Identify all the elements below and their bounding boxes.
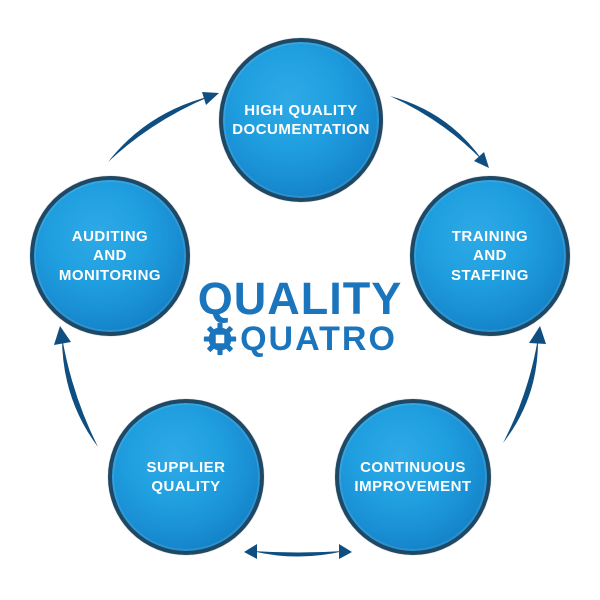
node-label: CONTINUOUS IMPROVEMENT bbox=[354, 458, 472, 495]
connector-supplier-to-auditing bbox=[54, 326, 98, 447]
logo-quatro-row: QUATRO bbox=[203, 322, 397, 356]
gear-icon bbox=[203, 322, 237, 356]
arrowhead-icon bbox=[244, 544, 257, 559]
logo-quatro-text: QUATRO bbox=[240, 320, 397, 358]
connector-auditing-to-documentation bbox=[108, 92, 219, 162]
connector-continuous-to-training bbox=[503, 326, 546, 443]
node-supplier-quality: SUPPLIER QUALITY bbox=[108, 399, 264, 555]
node-high-quality-documentation: HIGH QUALITY DOCUMENTATION bbox=[219, 38, 383, 202]
node-training-and-staffing: TRAINING AND STAFFING bbox=[410, 176, 570, 336]
connector-documentation-to-training bbox=[390, 96, 489, 168]
node-label: HIGH QUALITY DOCUMENTATION bbox=[232, 101, 370, 138]
quality-quatro-logo: QUALITY QUA bbox=[150, 276, 450, 356]
arrowhead-icon bbox=[529, 326, 546, 344]
arrowhead-icon bbox=[54, 326, 71, 345]
node-label: AUDITING AND MONITORING bbox=[58, 228, 162, 284]
node-auditing-and-monitoring: AUDITING AND MONITORING bbox=[30, 176, 190, 336]
arrowhead-icon bbox=[339, 544, 352, 559]
node-label: SUPPLIER QUALITY bbox=[146, 458, 226, 495]
arrowhead-icon bbox=[474, 152, 489, 168]
logo-quality-text: QUALITY bbox=[197, 273, 403, 324]
arrowhead-icon bbox=[202, 92, 219, 105]
connector-supplier-continuous-double bbox=[244, 544, 352, 559]
node-continuous-improvement: CONTINUOUS IMPROVEMENT bbox=[335, 399, 491, 555]
node-label: TRAINING AND STAFFING bbox=[451, 228, 529, 284]
